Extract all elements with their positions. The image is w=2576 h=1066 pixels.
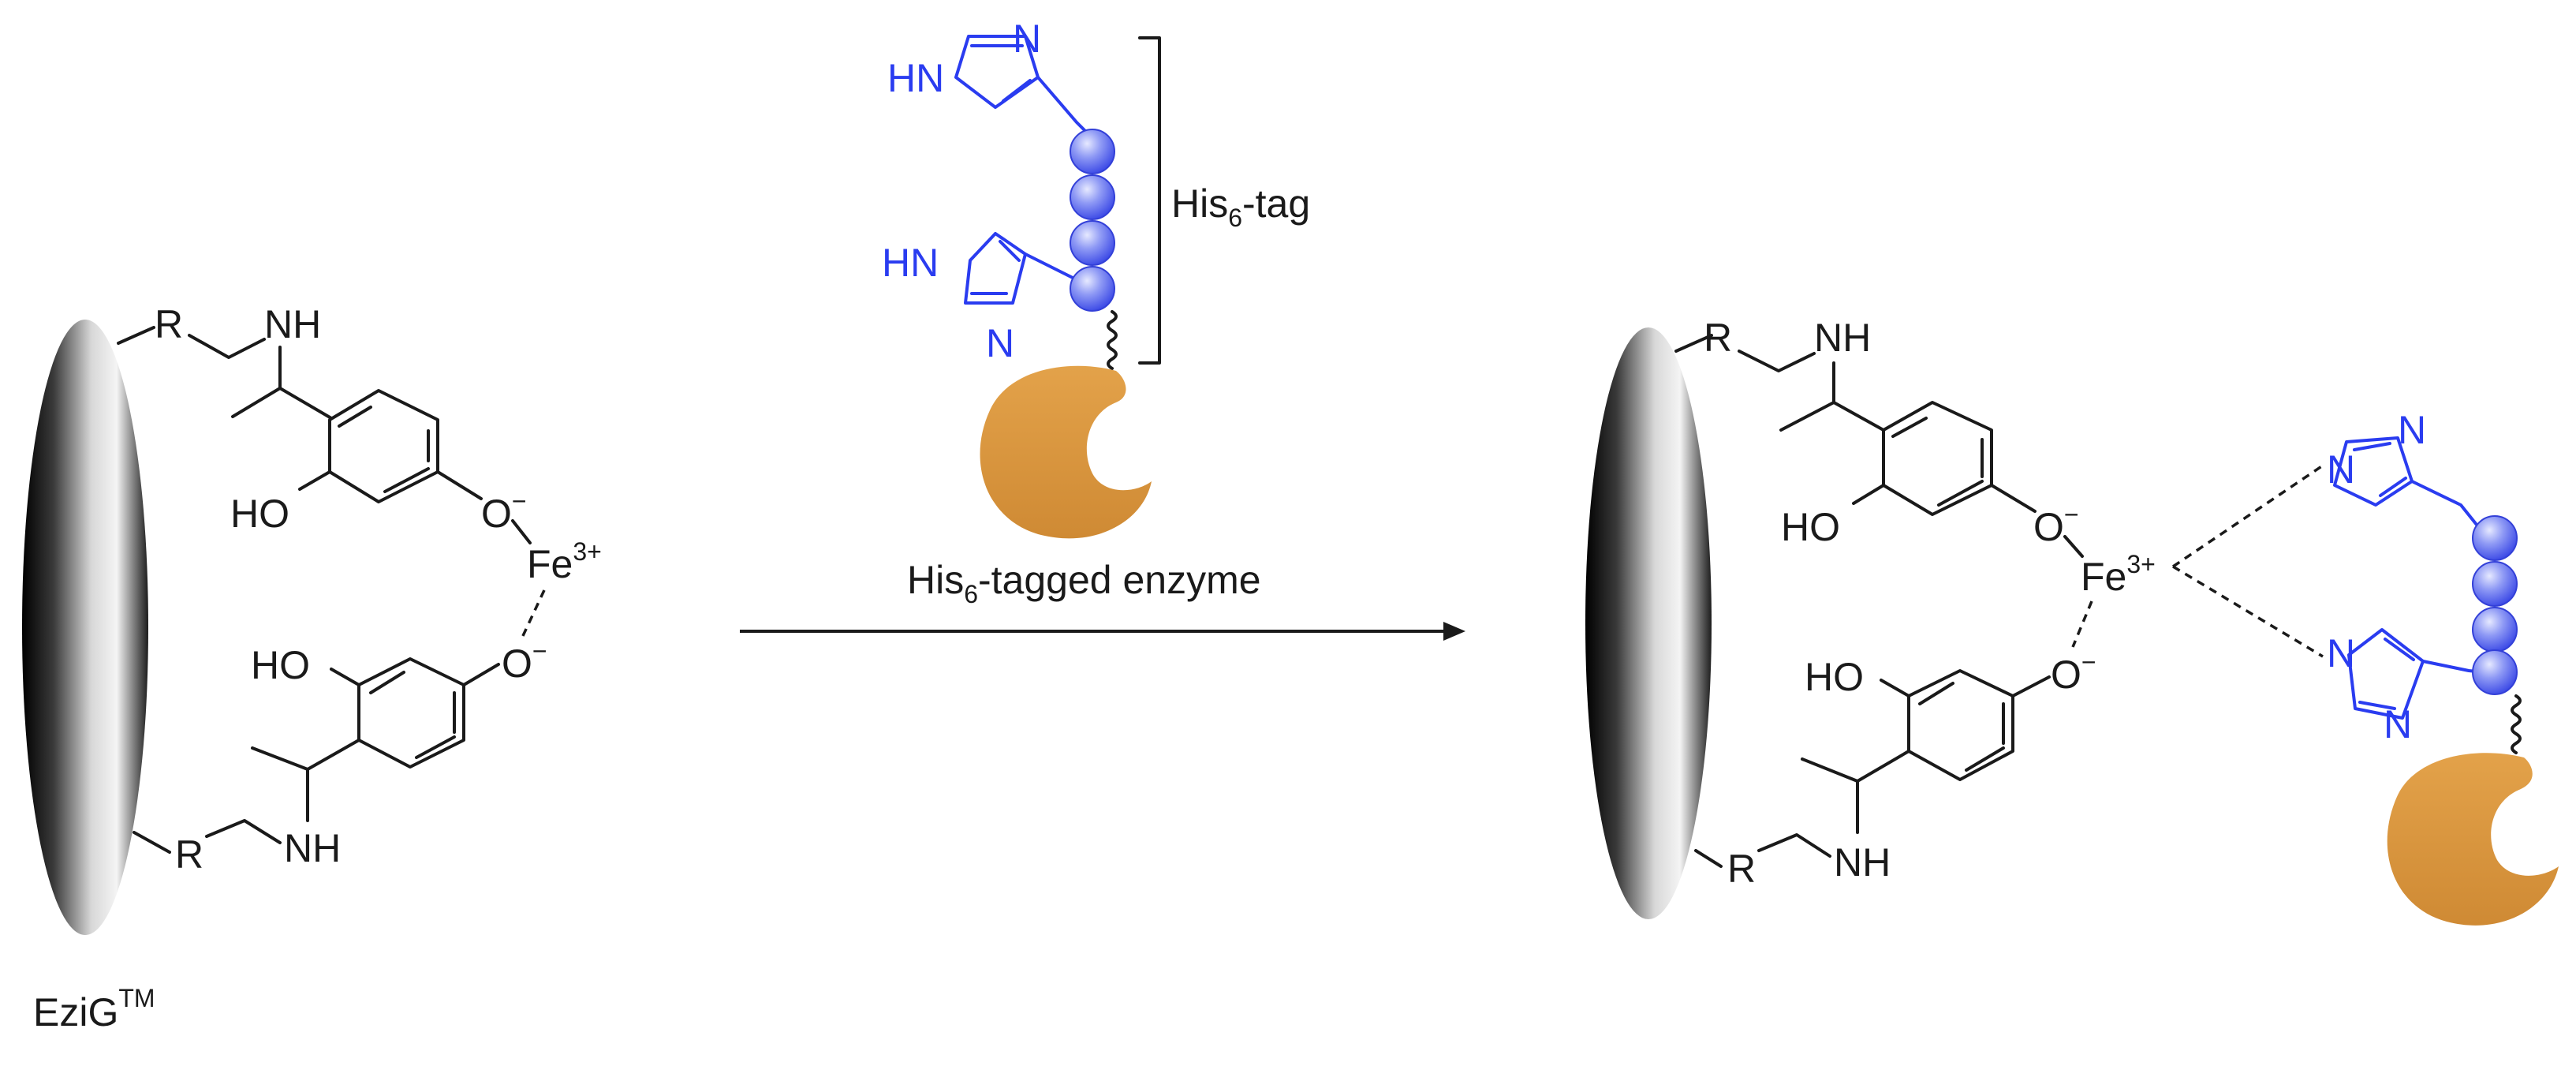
ho-label: HO <box>1781 505 1840 549</box>
nh-label: NH <box>264 302 321 346</box>
o-minus-label: O− <box>2051 648 2096 697</box>
crescent-enzyme-icon <box>2387 753 2559 926</box>
ho-label: HO <box>251 643 310 687</box>
imidazole-ring: N N <box>2327 408 2478 526</box>
svg-text:N: N <box>2384 702 2412 746</box>
sphere-bead-icon <box>1070 174 1115 220</box>
ho-label: HO <box>230 492 289 536</box>
svg-text:N: N <box>1013 17 1041 61</box>
ezig-label: EziGTM <box>33 984 155 1034</box>
o-minus-label: O− <box>2033 500 2079 549</box>
amino-acid-chain <box>1070 129 1115 312</box>
fe-label: Fe3+ <box>527 537 602 586</box>
fe-label: Fe3+ <box>2081 550 2156 599</box>
imidazole-ring: HN N <box>882 232 1090 365</box>
svg-text:HN: HN <box>882 241 939 285</box>
svg-text:HN: HN <box>887 56 944 100</box>
nh-label: NH <box>1814 316 1871 360</box>
reaction-arrow <box>740 622 1465 641</box>
ezig-support-right: R NH HO O− Fe3+ O− HO NH R <box>1585 316 2156 919</box>
sphere-bead-icon <box>1070 129 1115 174</box>
svg-text:N: N <box>2398 408 2426 452</box>
ho-label: HO <box>1805 655 1864 699</box>
bound-his-tag: N N N N <box>2172 408 2559 926</box>
imidazole-ring: N HN <box>887 17 1094 140</box>
svg-text:N: N <box>2327 631 2355 675</box>
sphere-bead-icon <box>1070 220 1115 266</box>
sphere-bead-icon <box>2472 515 2518 561</box>
his-tag-bracket <box>1138 36 1161 365</box>
r-label: R <box>175 832 203 877</box>
svg-text:N: N <box>986 321 1014 365</box>
o-minus-label: O− <box>502 637 547 686</box>
o-minus-label: O− <box>481 487 527 536</box>
ellipsoid-bead-icon <box>22 320 148 935</box>
ellipsoid-bead-icon <box>1585 327 1712 919</box>
sphere-bead-icon <box>2472 649 2518 695</box>
sphere-bead-icon <box>1070 266 1115 312</box>
crescent-enzyme-icon <box>980 365 1152 539</box>
imidazole-ring: N N <box>2327 628 2486 746</box>
r-label: R <box>155 302 183 346</box>
his-tag-label: His6-tag <box>1171 181 1310 232</box>
ezig-support-left: R NH HO O− Fe3+ O− HO NH R EziGTM <box>22 302 602 1034</box>
nh-label: NH <box>1834 840 1891 885</box>
r-label: R <box>1727 847 1756 891</box>
sphere-bead-icon <box>2472 607 2518 653</box>
nh-label: NH <box>284 826 341 870</box>
his-tagged-enzyme: N HN HN N His6-tag His6-tagged enzyme <box>882 17 1310 608</box>
r-label: R <box>1704 316 1732 360</box>
svg-text:N: N <box>2327 447 2355 492</box>
amino-acid-chain <box>2472 515 2518 695</box>
his-tagged-enzyme-label: His6-tagged enzyme <box>907 558 1261 608</box>
sphere-bead-icon <box>2472 561 2518 607</box>
